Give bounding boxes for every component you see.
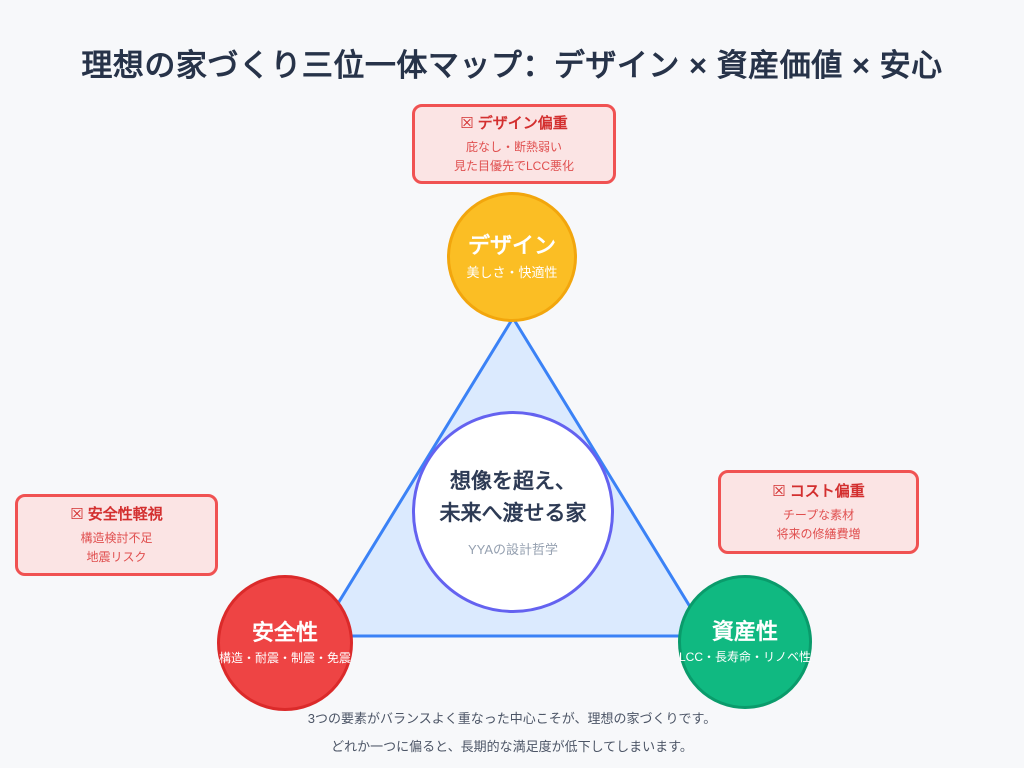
footer-note-line2: どれか一つに偏ると、長期的な満足度が低下してしまいます。 [331,739,693,754]
warning-cost-line1: チープな素材 [782,507,855,522]
node-safety-label: 安全性 [251,619,318,645]
warning-safety-title: 安全性軽視 [87,505,163,523]
warning-design-line1: 庇なし・断熱弱い [465,139,562,154]
warning-icon: ☒ [460,114,474,132]
warning-cost-line2: 将来の修繕費増 [776,527,861,541]
warning-box-design-bias: ☒ デザイン偏重 庇なし・断熱弱い 見た目優先でLCC悪化 [412,104,616,184]
node-design-label: デザイン [467,232,556,258]
warning-safety-line1: 構造検討不足 [80,530,153,545]
page-title: 理想の家づくり三位一体マップ：デザイン × 資産価値 × 安心 [81,48,943,83]
warning-design-title: デザイン偏重 [477,114,568,132]
warning-box-safety-neglect: ☒ 安全性軽視 構造検討不足 地震リスク [15,494,218,576]
warning-safety-line2: 地震リスク [86,550,147,564]
warning-icon: ☒ [772,482,786,500]
node-asset-sub: LCC・長寿命・リノベ性 [679,650,812,665]
footer-note-line1: 3つの要素がバランスよく重なった中心こそが、理想の家づくりです。 [307,711,717,726]
center-headline-line1: 想像を超え、 [450,470,576,493]
center-subtitle: YYAの設計哲学 [467,542,559,557]
warning-icon: ☒ [70,505,84,523]
node-asset-label: 資産性 [711,618,778,644]
warning-design-line2: 見た目優先でLCC悪化 [453,159,574,173]
node-safety-sub: 構造・耐震・制震・免震 [219,651,352,666]
center-philosophy-circle: 想像を超え、 未来へ渡せる家 YYAの設計哲学 [412,411,614,613]
node-design-sub: 美しさ・快適性 [466,265,558,281]
node-design-circle: デザイン 美しさ・快適性 [447,192,577,322]
warning-box-cost-bias: ☒ コスト偏重 チープな素材 将来の修繕費増 [718,470,919,554]
center-headline-line2: 未来へ渡せる家 [439,501,587,525]
node-safety-circle: 安全性 構造・耐震・制震・免震 [217,575,353,711]
center-headline: 想像を超え、 未来へ渡せる家 [440,466,587,529]
warning-cost-title: コスト偏重 [789,482,865,500]
node-asset-circle: 資産性 LCC・長寿命・リノベ性 [678,575,812,709]
